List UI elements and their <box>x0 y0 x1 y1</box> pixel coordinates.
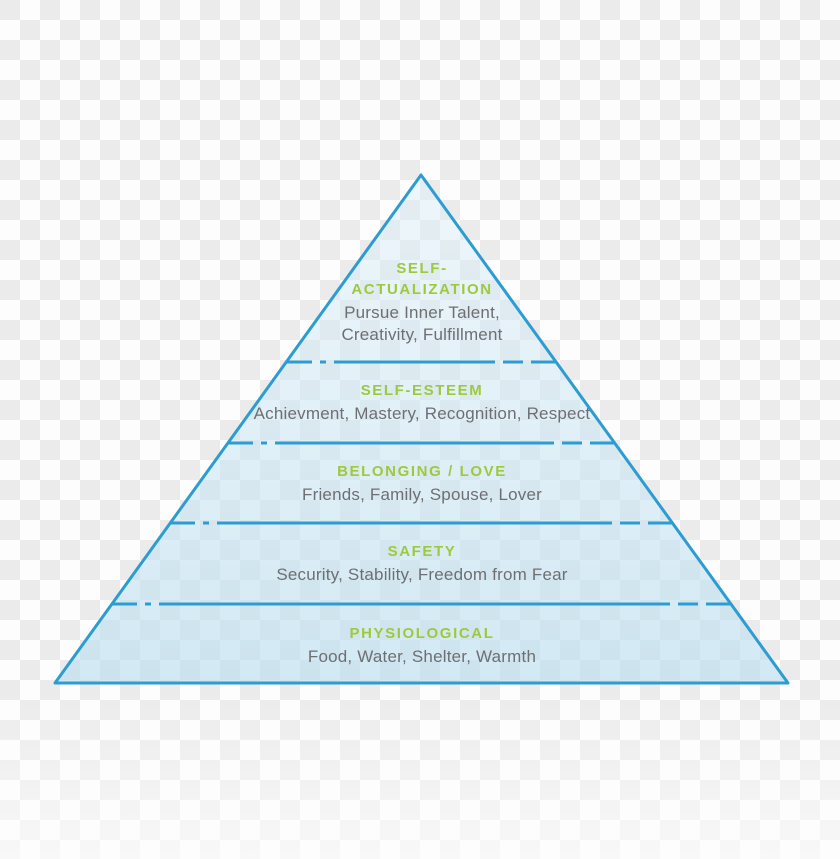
pyramid-outline <box>53 173 790 685</box>
